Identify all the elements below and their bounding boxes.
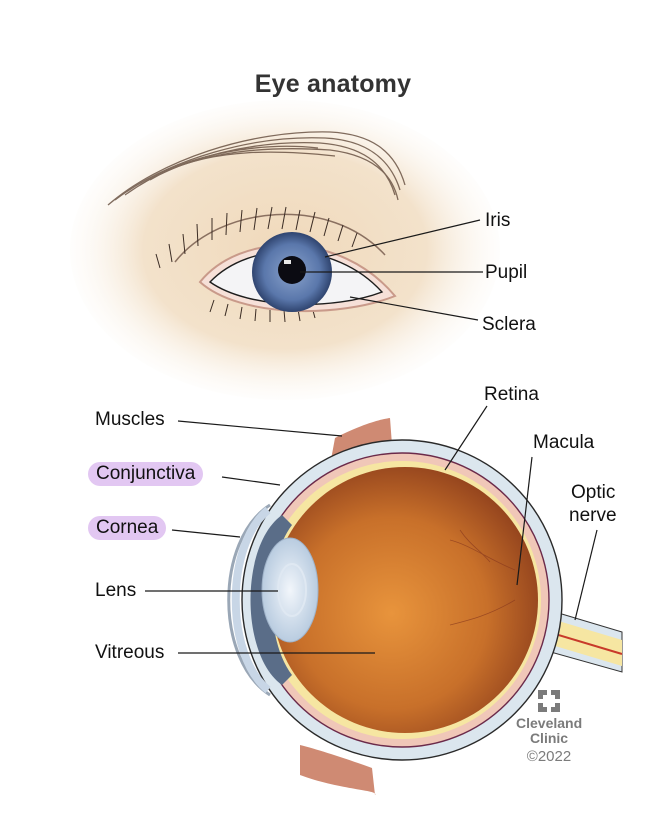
label-conjunctiva: Conjunctiva: [88, 462, 204, 486]
label-optic-nerve-line2: nerve: [569, 505, 617, 526]
external-leader-lines: [300, 219, 483, 321]
label-iris: Iris: [485, 210, 511, 231]
brand-line1: Cleveland: [516, 715, 583, 731]
cleveland-clinic-credit: Cleveland Clinic ©2022: [516, 690, 582, 764]
label-retina: Retina: [484, 384, 539, 405]
label-sclera: Sclera: [482, 314, 536, 335]
brand-line2: Clinic: [529, 730, 569, 746]
label-optic-nerve-line1: Optic: [571, 482, 616, 503]
cross-section-leader-lines: [145, 405, 598, 654]
label-muscles: Muscles: [95, 409, 165, 430]
copyright: ©2022: [526, 748, 572, 765]
eye-cross-section: [227, 418, 623, 795]
label-cornea: Cornea: [88, 516, 167, 540]
label-vitreous: Vitreous: [95, 642, 165, 663]
label-lens: Lens: [95, 580, 137, 601]
cleveland-clinic-logo-icon: [538, 690, 560, 712]
label-pupil: Pupil: [485, 262, 528, 283]
label-macula: Macula: [533, 432, 595, 453]
diagram-title: Eye anatomy: [254, 70, 412, 98]
external-eye: [70, 100, 500, 400]
